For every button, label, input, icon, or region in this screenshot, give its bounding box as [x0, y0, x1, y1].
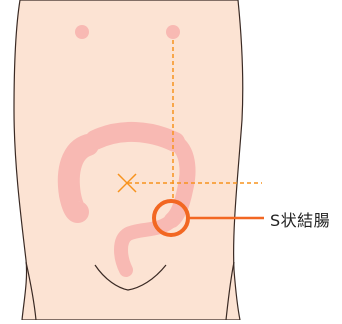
right-nipple: [166, 25, 180, 39]
left-nipple: [75, 25, 89, 39]
sigmoid-colon-label: S状結腸: [270, 207, 330, 231]
